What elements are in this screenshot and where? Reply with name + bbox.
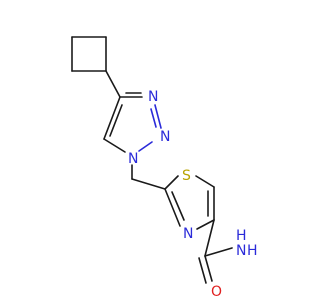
bond	[105, 70, 121, 98]
molecule-diagram: N N N S N O H N H	[71, 36, 258, 300]
atom-s-thiazole: S	[182, 168, 191, 184]
atom-o-amide: O	[211, 284, 222, 300]
atom-n-triazole-3: N	[148, 89, 158, 105]
bond	[196, 219, 215, 230]
atom-n-thiazole: N	[183, 226, 193, 242]
bond	[164, 175, 179, 190]
bond	[204, 247, 233, 257]
bond	[138, 141, 153, 152]
atom-n-triazole-1: N	[128, 151, 138, 167]
bond	[164, 188, 181, 227]
triazole-ring	[103, 92, 162, 153]
atom-h-amide-1: H	[236, 228, 247, 244]
bond	[109, 104, 123, 137]
thiazole-ring	[164, 175, 215, 230]
bond	[150, 108, 157, 128]
bond	[204, 255, 213, 282]
bond	[198, 257, 207, 284]
bond	[171, 191, 185, 221]
structure-svg: N N N S N O H N H	[71, 36, 258, 300]
bond	[204, 219, 215, 257]
bond	[103, 96, 121, 140]
atom-n-triazole-2: N	[160, 129, 170, 145]
cyclobutane-ring	[71, 36, 107, 72]
bond	[131, 178, 166, 190]
bond	[154, 104, 162, 129]
bond	[195, 175, 215, 188]
atom-n-amide: N	[236, 243, 246, 259]
atom-h-amide-2: H	[247, 243, 258, 259]
bond	[103, 138, 126, 153]
